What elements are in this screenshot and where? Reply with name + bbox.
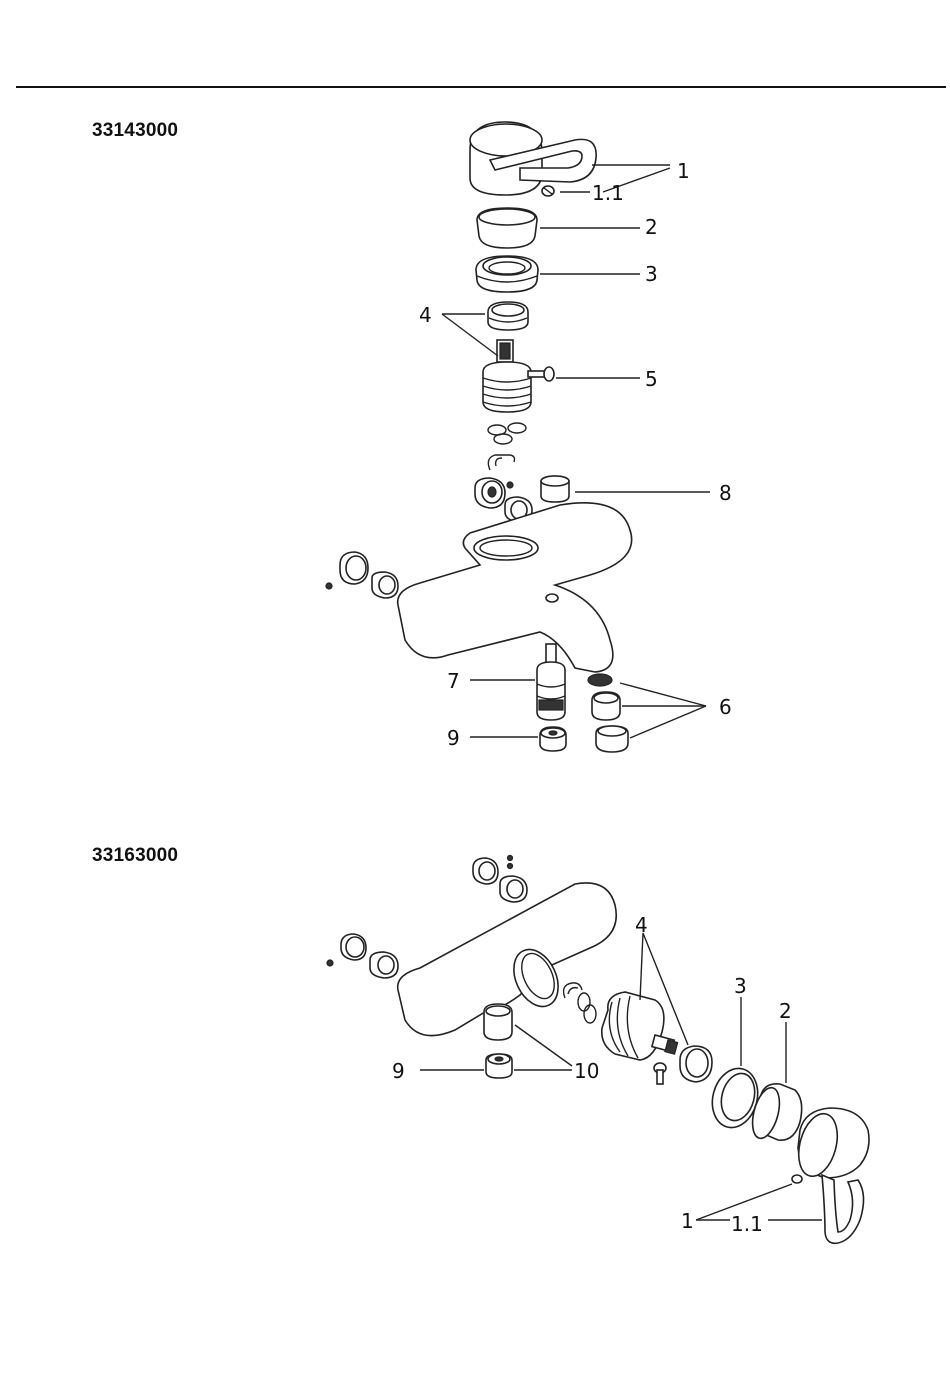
callout-3: 3 <box>645 262 658 286</box>
callout-4: 4 <box>419 303 432 327</box>
o-rings-2 <box>578 993 596 1023</box>
callout-1-1-2: 1.1 <box>731 1212 763 1236</box>
check-valve <box>540 727 566 751</box>
callout-2: 2 <box>645 215 658 239</box>
callout-1: 1 <box>677 159 690 183</box>
handle-lever-2 <box>792 1108 869 1243</box>
callout-9-2: 9 <box>392 1059 405 1083</box>
cartridge-2 <box>602 992 678 1060</box>
callout-1-1: 1.1 <box>592 181 624 205</box>
handle-lever <box>470 122 596 195</box>
cartridge-nut <box>488 302 528 330</box>
callout-1-2: 1 <box>681 1209 694 1233</box>
retaining-clip <box>488 455 514 470</box>
set-screw-1-1 <box>542 186 554 196</box>
end-cap <box>541 476 569 502</box>
faucet-body <box>398 503 632 672</box>
callout-7: 7 <box>447 669 460 693</box>
diverter-cartridge <box>537 644 565 720</box>
callout-10: 10 <box>574 1059 599 1083</box>
aerator-set <box>588 674 628 752</box>
set-screw-1-1-2 <box>792 1175 802 1183</box>
callout-5: 5 <box>645 367 658 391</box>
callout-2-2: 2 <box>779 999 792 1023</box>
cover-cap <box>477 208 537 248</box>
callout-3-2: 3 <box>734 974 747 998</box>
cartridge-nut-2 <box>680 1046 712 1082</box>
screw <box>528 367 554 381</box>
threaded-ring <box>476 256 538 292</box>
screw-2 <box>654 1063 666 1084</box>
check-valve-9 <box>486 1054 512 1078</box>
eccentric-fitting-top-2 <box>473 856 527 903</box>
exploded-view-1: 1 1.1 2 3 4 5 8 7 6 9 <box>0 0 950 780</box>
callout-6: 6 <box>719 695 732 719</box>
eccentric-fitting-left-2 <box>327 934 398 978</box>
callout-4-2: 4 <box>635 913 648 937</box>
check-valve-10 <box>484 1004 512 1040</box>
callout-8: 8 <box>719 481 732 505</box>
o-rings <box>488 423 526 444</box>
eccentric-fitting-top <box>475 478 532 522</box>
callout-9: 9 <box>447 726 460 750</box>
exploded-view-2: 4 3 2 9 10 1 1.1 <box>0 820 950 1270</box>
eccentric-fitting-left <box>326 552 398 598</box>
